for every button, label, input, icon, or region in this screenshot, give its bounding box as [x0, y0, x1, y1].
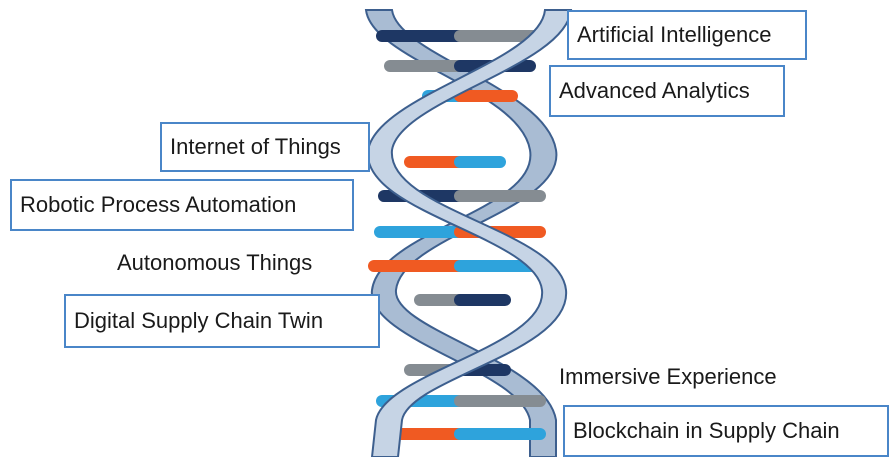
label-robotic-process-automation: Robotic Process Automation	[10, 179, 354, 231]
label-blockchain-in-supply-chain: Blockchain in Supply Chain	[563, 405, 889, 457]
label-advanced-analytics: Advanced Analytics	[549, 65, 785, 117]
label-immersive-experience: Immersive Experience	[559, 364, 777, 389]
label-digital-supply-chain-twin: Digital Supply Chain Twin	[64, 294, 380, 348]
helix-strand-back	[364, 9, 558, 457]
label-artificial-intelligence: Artificial Intelligence	[567, 10, 807, 60]
label-internet-of-things: Internet of Things	[160, 122, 370, 172]
label-autonomous-things: Autonomous Things	[117, 250, 313, 275]
